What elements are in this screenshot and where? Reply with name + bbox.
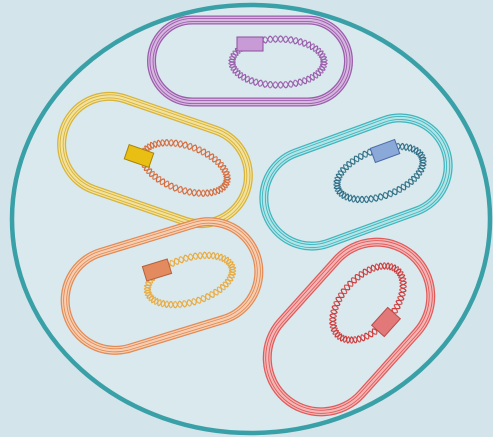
- gene-insert-purple: [237, 37, 263, 51]
- petri-dish: [12, 5, 490, 433]
